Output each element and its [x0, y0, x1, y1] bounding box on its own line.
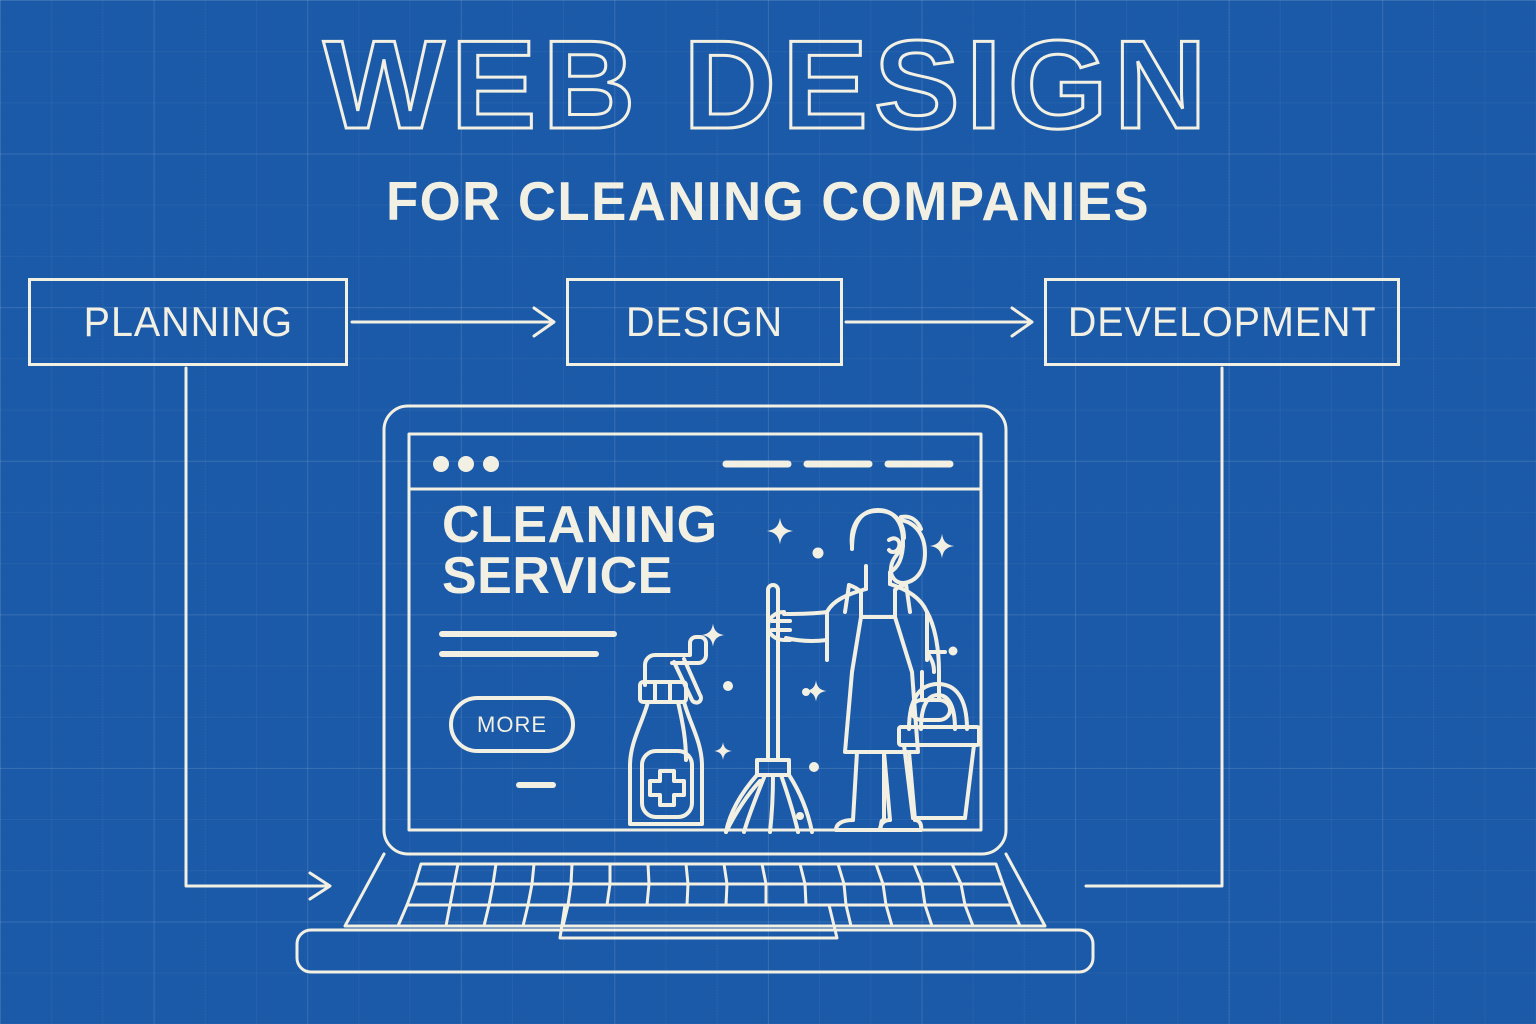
process-step-planning-label: PLANNING	[83, 298, 293, 345]
mop-icon	[724, 583, 814, 834]
connector-development-to-laptop	[1084, 366, 1224, 888]
traffic-light-dot	[458, 456, 474, 472]
decor-dot	[796, 812, 804, 820]
decor-dot	[812, 547, 824, 559]
connector-planning-to-laptop	[184, 366, 332, 901]
browser-traffic-lights	[433, 456, 499, 472]
laptop-front-lip	[295, 928, 1095, 974]
decor-dot	[723, 681, 733, 691]
traffic-light-dot	[483, 456, 499, 472]
hero-text-rules	[439, 631, 617, 657]
process-step-development[interactable]: DEVELOPMENT	[1044, 278, 1400, 366]
hero-headline: CLEANING SERVICE	[442, 496, 772, 605]
page-title: WEB DESIGN	[322, 14, 1213, 155]
dot-decorations	[723, 547, 958, 820]
connector-arrow-planning-design	[350, 306, 556, 338]
decor-dot	[802, 688, 810, 696]
hero-headline-line2: SERVICE	[442, 546, 673, 605]
more-button-label: MORE	[477, 711, 547, 737]
decor-dot	[809, 762, 819, 772]
laptop-keyboard	[396, 862, 1022, 928]
connector-arrow-design-development	[844, 306, 1034, 338]
more-button	[449, 696, 575, 753]
hero-headline-line1: CLEANING	[442, 496, 718, 554]
traffic-light-dot	[433, 456, 449, 472]
process-step-design[interactable]: DESIGN	[566, 278, 843, 366]
browser-window	[407, 432, 983, 832]
spray-bottle-icon	[628, 635, 708, 826]
laptop-lid	[382, 404, 1008, 856]
process-step-design-label: DESIGN	[625, 298, 784, 345]
decor-dot	[948, 646, 958, 656]
bucket-icon	[897, 682, 981, 820]
process-step-development-label: DEVELOPMENT	[1067, 298, 1377, 345]
more-button-label-wrap[interactable]: MORE	[451, 698, 573, 751]
page-subtitle: FOR CLEANING COMPANIES	[385, 170, 1151, 232]
laptop-trackpad	[558, 903, 839, 940]
process-step-planning[interactable]: PLANNING	[28, 278, 348, 366]
